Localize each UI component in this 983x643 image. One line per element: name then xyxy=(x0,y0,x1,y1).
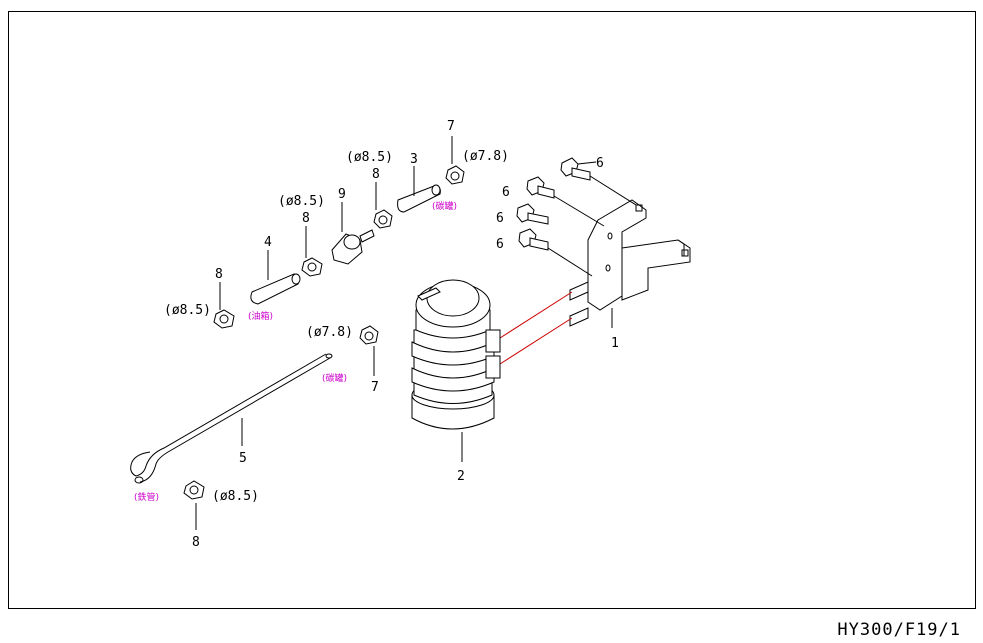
clamp-7a xyxy=(445,136,465,185)
clamp-8c xyxy=(213,282,235,329)
label-part-1: 1 xyxy=(611,336,619,351)
label-part-8c: 8 xyxy=(215,267,223,282)
note-tank: (油箱) xyxy=(248,310,273,322)
hose-part-4 xyxy=(250,250,301,305)
leader-red-upper xyxy=(499,291,573,339)
dim-label-d85c: (ø8.5) xyxy=(164,303,211,318)
label-part-2: 2 xyxy=(457,469,465,484)
label-part-9: 9 xyxy=(338,187,346,202)
bolt-6c xyxy=(516,203,549,225)
pipe-part-5 xyxy=(130,353,333,484)
bolt-6a xyxy=(560,157,637,206)
valve-part-9 xyxy=(331,202,375,265)
clamp-8d xyxy=(183,480,205,530)
dim-label-d85d: (ø8.5) xyxy=(212,489,259,504)
label-part-7a: 7 xyxy=(447,119,455,134)
clamp-8b xyxy=(301,226,323,277)
label-part-5: 5 xyxy=(239,451,247,466)
label-part-6c: 6 xyxy=(496,211,504,226)
dim-label-d85a: (ø8.5) xyxy=(346,150,393,165)
bracket-part-1 xyxy=(569,199,691,328)
canister-part-2 xyxy=(411,279,501,462)
dim-label-d78b: (ø7.8) xyxy=(306,325,353,340)
bolt-6b xyxy=(526,176,605,227)
label-part-6b: 6 xyxy=(502,185,510,200)
dim-label-d85b: (ø8.5) xyxy=(278,194,325,209)
note-canister-a: (碳罐) xyxy=(432,200,457,212)
label-part-7b: 7 xyxy=(371,380,379,395)
dim-label-d78a: (ø7.8) xyxy=(462,149,509,164)
note-canister-b: (碳罐) xyxy=(322,372,347,384)
clamp-8a xyxy=(373,182,393,229)
leader-red-lower xyxy=(499,317,573,365)
label-part-6d: 6 xyxy=(496,237,504,252)
bolt-6d xyxy=(518,228,593,277)
label-part-3: 3 xyxy=(410,152,418,167)
drawing-frame xyxy=(8,11,976,609)
note-pipe: (鉄管) xyxy=(134,491,159,503)
label-part-4: 4 xyxy=(264,235,272,250)
hose-part-3 xyxy=(397,166,441,213)
drawing-code: HY300/F19/1 xyxy=(837,620,961,640)
clamp-7b xyxy=(359,325,379,376)
label-part-8a: 8 xyxy=(372,167,380,182)
label-part-8b: 8 xyxy=(302,211,310,226)
label-part-6a: 6 xyxy=(596,156,604,171)
label-part-8d: 8 xyxy=(192,535,200,550)
